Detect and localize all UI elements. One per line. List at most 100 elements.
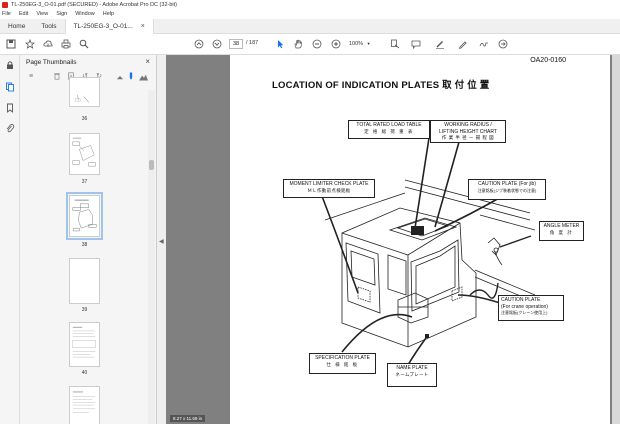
tab-bar: Home Tools TL-250EG-3_O-01... ×	[0, 18, 620, 34]
tab-document[interactable]: TL-250EG-3_O-01... ×	[64, 18, 154, 34]
next-page-icon[interactable]	[211, 38, 223, 50]
page-thumbnail[interactable]	[69, 258, 100, 304]
print-icon[interactable]	[60, 38, 72, 50]
page-thumbnail[interactable]	[69, 77, 100, 107]
close-tab-icon[interactable]: ×	[140, 22, 145, 30]
collapse-panel-arrow-icon[interactable]: ◀	[159, 239, 164, 245]
upload-cloud-icon[interactable]	[42, 38, 54, 50]
callout-name-plate-jp: ネームプレート	[395, 371, 429, 377]
page-thumbnail[interactable]	[69, 322, 100, 367]
callout-moment-limiter-check-plate: MOMENT LIMITER CHECK PLATE ＭＬ作動前点検銘板	[283, 179, 375, 198]
menu-edit[interactable]: Edit	[18, 11, 29, 17]
enlarge-thumbnails-icon[interactable]	[138, 71, 148, 81]
callout-total-rated-load-table: TOTAL RATED LOAD TABLE 定 格 総 荷 重 表	[348, 120, 430, 139]
bookmark-star-icon[interactable]	[24, 38, 36, 50]
save-icon[interactable]	[5, 38, 17, 50]
fit-page-icon[interactable]	[389, 38, 401, 50]
options-menu-icon[interactable]: ≡	[28, 72, 34, 80]
document-view: OA20-0160 LOCATION OF INDICATION PLATES …	[166, 55, 620, 424]
page-thumbnails-icon[interactable]	[4, 81, 16, 93]
window-title: TL-250EG-3_O-01.pdf (SECURED) - Adobe Ac…	[11, 1, 177, 8]
bookmarks-icon[interactable]	[4, 102, 16, 114]
page-thumbnail-selected[interactable]	[66, 192, 103, 240]
toolbar: 38 / 187 100% ▼	[0, 34, 620, 55]
thumbnail-content	[72, 199, 97, 232]
thumbnail-content	[72, 391, 96, 413]
crane-cab-diagram	[319, 137, 536, 366]
callout-working-radius-chart: WORKING RADIUS / LIFTING HEIGHT CHART 作 …	[430, 120, 506, 143]
delete-page-icon[interactable]	[52, 71, 62, 81]
pdf-page: OA20-0160 LOCATION OF INDICATION PLATES …	[230, 55, 610, 424]
zoom-level-dropdown[interactable]: 100% ▼	[349, 39, 371, 49]
callout-caution-crane-en2: (For crane operation)	[501, 303, 548, 310]
callout-total-rated-jp: 定 格 総 荷 重 表	[364, 128, 414, 134]
panel-title: Page Thumbnails	[26, 58, 77, 66]
document-scrollbar[interactable]	[612, 55, 620, 424]
thumbnail-label: 37	[81, 179, 88, 185]
thumbnail-size-slider-icon[interactable]	[126, 71, 136, 81]
callout-specification-plate: SPECIFICATION PLATE 仕 様 銘 板	[309, 353, 376, 374]
callout-total-rated-en: TOTAL RATED LOAD TABLE	[356, 122, 422, 128]
tab-tools[interactable]: Tools	[41, 22, 57, 30]
callout-specification-jp: 仕 様 銘 板	[326, 361, 359, 367]
callout-moment-limiter-jp: ＭＬ作動前点検銘板	[307, 187, 351, 193]
draw-pen-icon[interactable]	[457, 38, 469, 50]
thumbnail-label: 36	[81, 116, 88, 122]
callout-caution-crane-jp: 注意銘板(クレーン使用上)	[501, 310, 548, 315]
zoom-out-icon[interactable]	[311, 38, 323, 50]
zoom-in-icon[interactable]	[330, 38, 342, 50]
tab-home[interactable]: Home	[8, 22, 26, 30]
sign-icon[interactable]	[478, 38, 490, 50]
callout-angle-meter: ANGLE METER 角 度 計	[539, 221, 584, 241]
page-thumbnail[interactable]	[69, 133, 100, 175]
callout-specification-en: SPECIFICATION PLATE	[315, 355, 370, 361]
menu-help[interactable]: Help	[102, 11, 115, 17]
callout-name-plate: NAME PLATE ネームプレート	[387, 363, 437, 387]
page-number-input[interactable]: 38	[229, 39, 243, 49]
thumbnail-content	[72, 137, 96, 167]
callout-caution-jib-jp: 注意銘板(ジブ装着状態での注意)	[477, 187, 537, 193]
page-heading: LOCATION OF INDICATION PLATES 取 付 位 置	[272, 80, 490, 91]
callout-caution-jib-en: CAUTION PLATE (For jib)	[478, 181, 536, 187]
thumbnail-scrollbar-thumb[interactable]	[149, 160, 154, 170]
menu-window[interactable]: Window	[75, 11, 95, 17]
acrobat-logo-icon	[2, 1, 8, 8]
menu-file[interactable]: File	[2, 11, 11, 17]
menu-sign[interactable]: Sign	[56, 11, 68, 17]
chevron-down-icon: ▼	[366, 41, 371, 46]
callout-name-plate-en: NAME PLATE	[396, 365, 428, 371]
page-thumbnails-panel: Page Thumbnails × ≡ ↺ ↻ 36	[20, 55, 157, 424]
comment-icon[interactable]	[410, 38, 422, 50]
attachments-paperclip-icon[interactable]	[4, 122, 16, 134]
tab-document-label: TL-250EG-3_O-01...	[73, 22, 133, 30]
rotate-counterclockwise-icon[interactable]: ↺	[80, 71, 90, 81]
thumbnail-scrollbar[interactable]	[148, 90, 155, 424]
page-thumbnail[interactable]	[69, 386, 100, 424]
panel-header: Page Thumbnails ×	[20, 55, 156, 69]
left-navigation-rail	[0, 55, 20, 424]
page-size-indicator: 8.27 x 11.69 in	[170, 415, 206, 422]
close-panel-icon[interactable]: ×	[145, 57, 150, 66]
callout-angle-meter-jp: 角 度 計	[549, 229, 574, 235]
share-icon[interactable]	[497, 38, 509, 50]
menu-bar: File Edit View Sign Window Help	[0, 9, 620, 19]
callout-caution-crane-en1: CAUTION PLATE	[501, 297, 541, 303]
callout-working-radius-en1: WORKING RADIUS /	[444, 122, 492, 128]
select-cursor-icon[interactable]	[274, 38, 286, 50]
thumbnail-toolbar: ≡ ↺ ↻	[20, 69, 156, 83]
callout-caution-plate-jib: CAUTION PLATE (For jib) 注意銘板(ジブ装着状態での注意)	[468, 179, 546, 200]
panel-splitter[interactable]: ◀	[157, 55, 166, 424]
page-total: / 187	[246, 40, 259, 46]
find-icon[interactable]	[78, 38, 90, 50]
thumbnail-label: 40	[81, 370, 88, 376]
lock-icon[interactable]	[4, 59, 16, 71]
hand-tool-icon[interactable]	[292, 38, 304, 50]
menu-view[interactable]: View	[36, 11, 49, 17]
shrink-thumbnails-icon[interactable]	[115, 71, 125, 81]
thumbnail-content	[75, 94, 89, 103]
thumbnail-label: 39	[81, 307, 88, 313]
highlight-pen-icon[interactable]	[434, 38, 446, 50]
rotate-clockwise-icon[interactable]: ↻	[94, 71, 104, 81]
previous-page-icon[interactable]	[193, 38, 205, 50]
zoom-level-value: 100%	[349, 41, 364, 47]
